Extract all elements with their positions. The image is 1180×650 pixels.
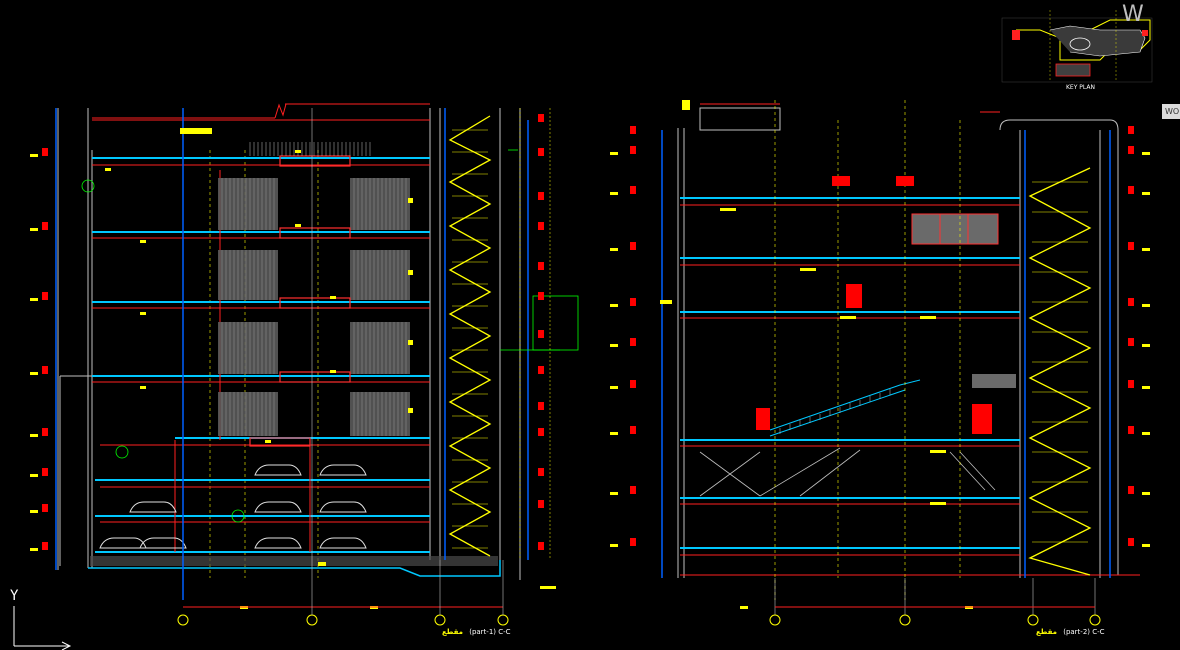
section-left [30,103,579,626]
section-1-title-arabic: مقطع [442,628,463,636]
section-right [610,100,1150,626]
keyplan-drawing[interactable] [1001,10,1153,83]
section-2-title: مقطع (part-2) C-C [1036,628,1105,636]
section-2-title-arabic: مقطع [1036,628,1057,636]
keyplan-label: KEY PLAN [1066,84,1095,91]
ucs-y-label: Y [10,588,19,604]
watermark-tab: WO [1162,104,1180,119]
section-1-title-code: (part-1) C-C [469,628,511,636]
section-2-title-code: (part-2) C-C [1063,628,1105,636]
section-1-title: مقطع (part-1) C-C [442,628,511,636]
ucs-icon [13,606,72,650]
watermark-logo: W [1122,2,1144,27]
